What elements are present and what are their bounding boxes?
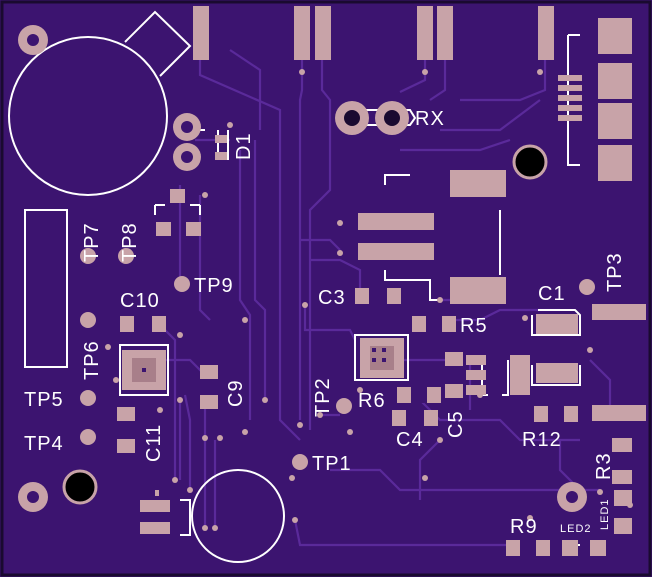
- label-r3: R3: [593, 452, 615, 480]
- labels: D1 RX TP7 TP8 TP9 TP6 TP5 TP4 TP3 TP2 TP…: [24, 108, 626, 538]
- label-tp6: TP6: [81, 340, 103, 380]
- pads: [80, 6, 646, 556]
- label-tp4: TP4: [24, 433, 64, 455]
- label-tp9: TP9: [194, 275, 234, 297]
- label-led1: LED1: [599, 498, 611, 530]
- label-r12: R12: [522, 429, 562, 451]
- label-tp2: TP2: [312, 377, 334, 417]
- pad-details: [117, 110, 632, 556]
- label-tp8: TP8: [119, 222, 141, 262]
- label-rx: RX: [415, 108, 445, 130]
- label-led2: LED2: [560, 523, 592, 535]
- label-c10: C10: [120, 290, 160, 312]
- label-r5: R5: [460, 315, 488, 337]
- label-c5: C5: [445, 410, 467, 438]
- label-c3: C3: [318, 287, 346, 309]
- label-tp5: TP5: [24, 389, 64, 411]
- mounting-holes: [18, 25, 587, 512]
- label-c4: C4: [396, 429, 424, 451]
- label-c11: C11: [143, 424, 165, 462]
- vias: [105, 69, 633, 531]
- label-r6: R6: [358, 390, 386, 412]
- label-tp1: TP1: [312, 453, 352, 475]
- label-r9: R9: [510, 516, 538, 538]
- label-d1: D1: [233, 132, 255, 160]
- label-tp3: TP3: [604, 252, 626, 292]
- label-c1: C1: [538, 283, 566, 305]
- label-tp7: TP7: [81, 222, 103, 262]
- label-c9: C9: [225, 379, 247, 407]
